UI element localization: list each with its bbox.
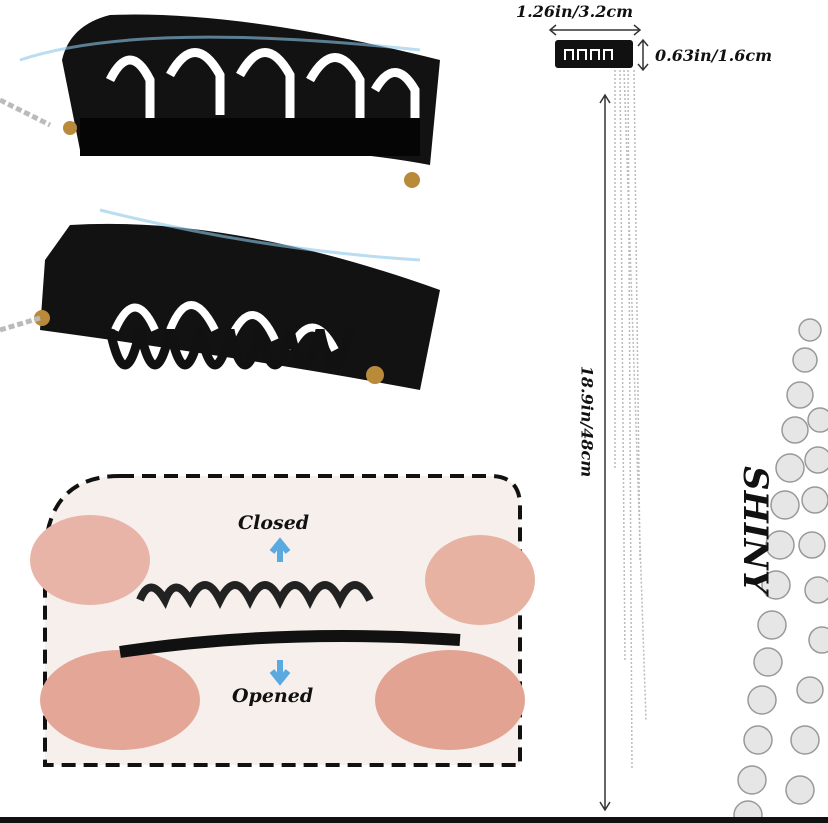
closed-label: Closed xyxy=(238,512,310,534)
rhinestone-chains xyxy=(733,318,828,823)
shiny-tagline: SHINY xyxy=(735,466,775,594)
hair-clip-middle xyxy=(34,208,440,390)
tassel-chains xyxy=(614,69,647,771)
opened-label: Opened xyxy=(232,685,314,707)
width-label: 1.26in/3.2cm xyxy=(516,2,634,21)
hair-clip-top xyxy=(19,14,440,188)
length-label: 18.9in/48cm xyxy=(577,365,597,478)
height-label: 0.63in/1.6cm xyxy=(655,46,773,65)
